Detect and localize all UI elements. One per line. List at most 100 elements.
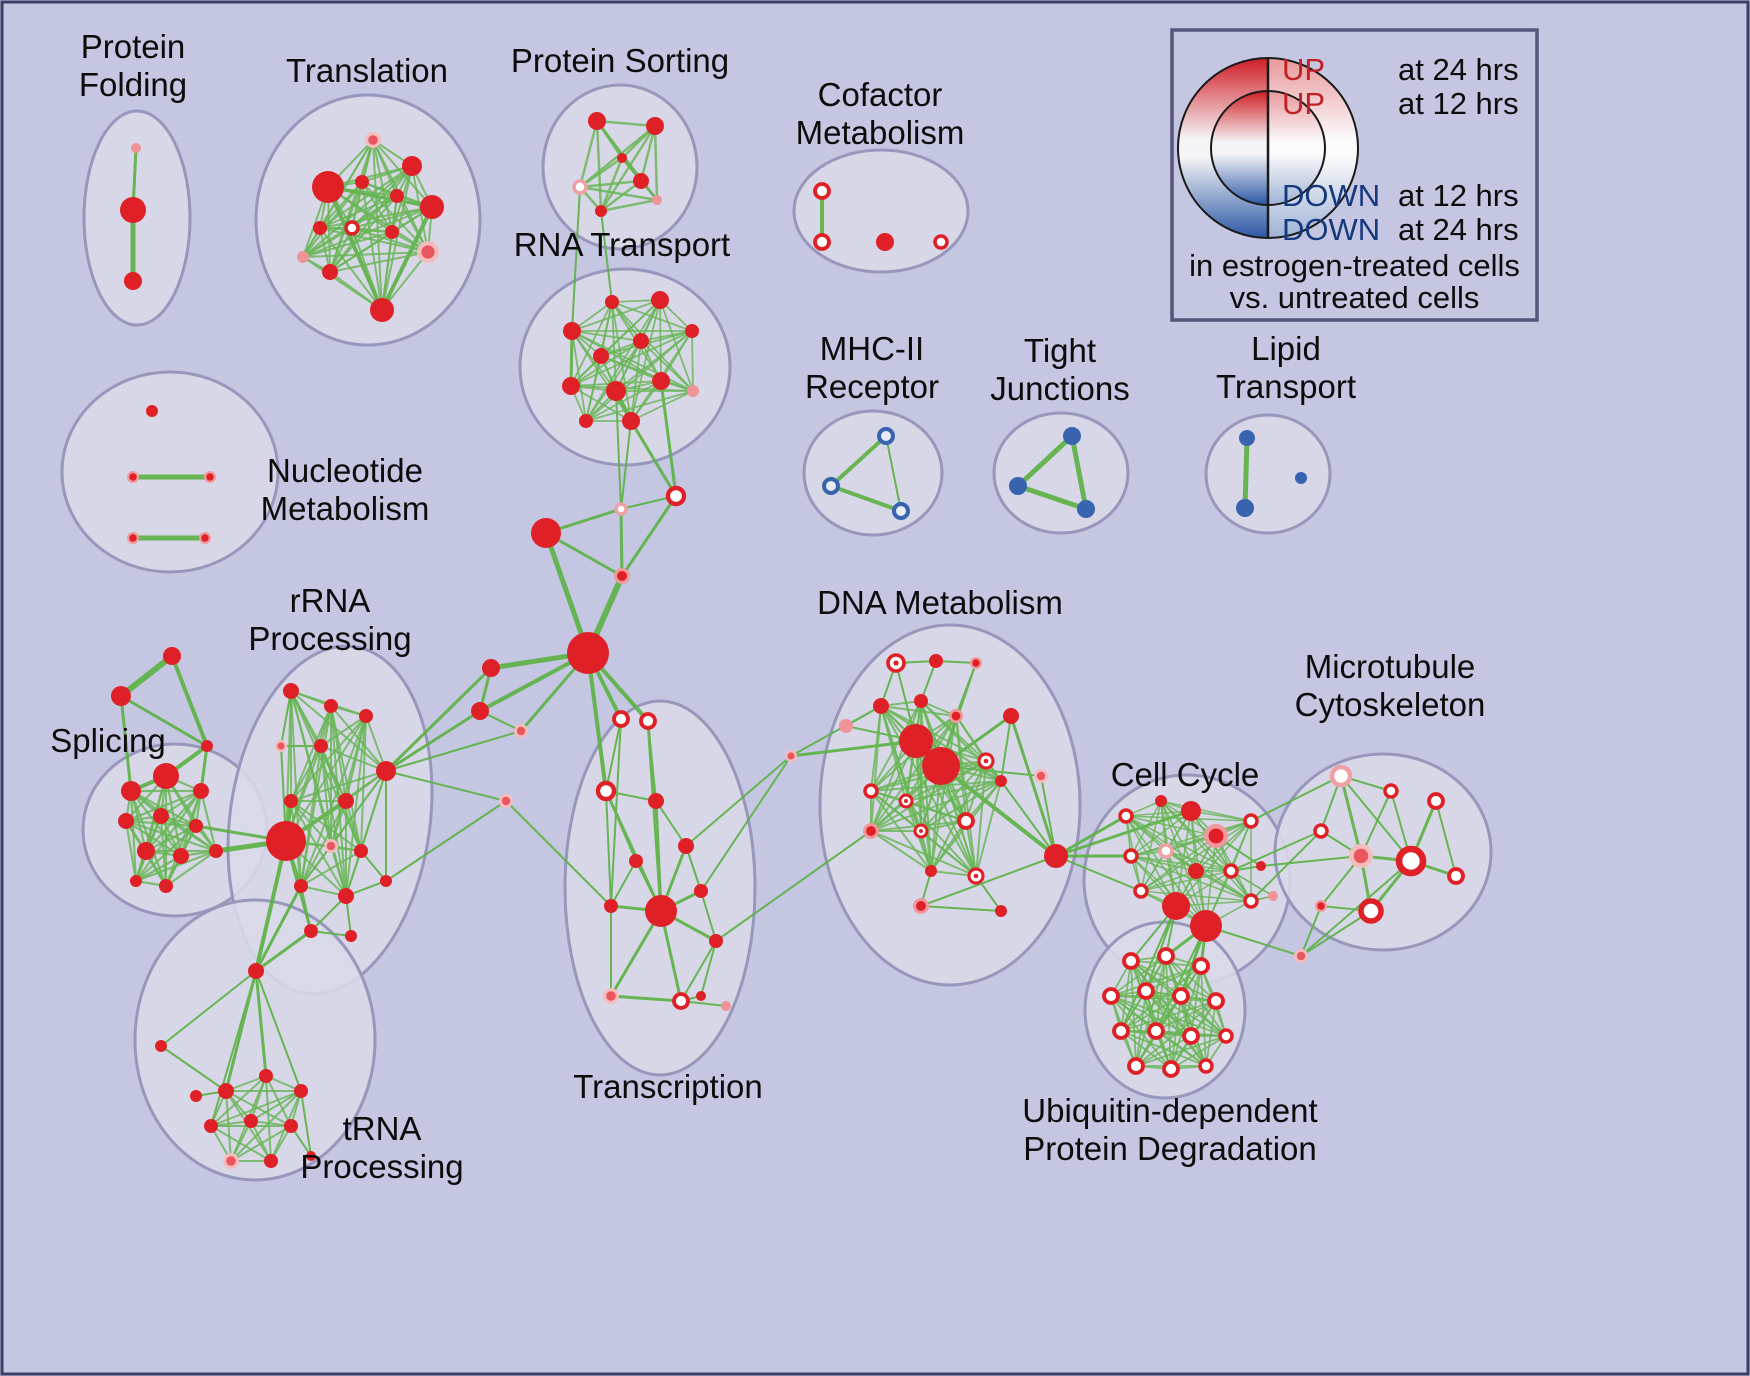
- cluster-label-translation: Translation: [286, 52, 448, 89]
- edge: [385, 770, 507, 802]
- node: [531, 518, 561, 548]
- edge: [210, 1090, 302, 1127]
- edge: [330, 705, 362, 852]
- node: [863, 823, 879, 839]
- edge: [605, 718, 622, 792]
- node: [822, 477, 840, 495]
- node: [678, 838, 694, 854]
- node: [1155, 795, 1167, 807]
- node: [294, 879, 308, 893]
- edge: [1160, 800, 1232, 872]
- edge: [1155, 1000, 1217, 1032]
- edge: [1140, 890, 1252, 902]
- edge: [630, 390, 694, 422]
- node: [199, 532, 211, 544]
- node: [1207, 992, 1225, 1010]
- edge: [1130, 810, 1192, 857]
- edge: [381, 165, 413, 311]
- node: [877, 427, 895, 445]
- node: [1162, 892, 1190, 920]
- node: [1181, 801, 1201, 821]
- node: [957, 812, 975, 830]
- edge: [326, 185, 434, 209]
- node: [159, 879, 173, 893]
- edge: [939, 764, 1058, 858]
- node: [665, 485, 687, 507]
- edge: [1140, 850, 1167, 892]
- edge: [330, 715, 367, 847]
- node: [155, 1040, 167, 1052]
- edge: [1130, 820, 1252, 857]
- node: [306, 1151, 316, 1161]
- node: [603, 988, 619, 1004]
- edge: [1055, 855, 1142, 892]
- edge: [164, 774, 218, 853]
- node: [839, 719, 853, 733]
- node: [1315, 900, 1327, 912]
- cluster-label-cofactor-metabolism: Metabolism: [796, 114, 965, 151]
- edge: [1205, 1000, 1217, 1067]
- edge: [372, 139, 383, 311]
- cluster-label-nucleotide-metabolism: Metabolism: [261, 490, 430, 527]
- node: [967, 867, 985, 885]
- cluster-lipid-transport: [1204, 413, 1332, 535]
- edge: [543, 530, 591, 656]
- node: [648, 793, 664, 809]
- node: [1102, 987, 1120, 1005]
- edge: [302, 256, 383, 311]
- node: [687, 385, 699, 397]
- edge: [124, 789, 203, 823]
- edge: [611, 301, 617, 392]
- node: [1147, 1022, 1165, 1040]
- edge: [320, 745, 387, 772]
- edge: [1000, 715, 1012, 782]
- edge: [144, 789, 203, 853]
- node: [120, 197, 146, 223]
- node: [1243, 893, 1259, 909]
- cluster-label-cofactor-metabolism: Cofactor: [818, 76, 943, 113]
- edge: [250, 1120, 272, 1162]
- edge: [1250, 775, 1342, 822]
- node: [604, 899, 618, 913]
- node: [370, 298, 394, 322]
- node: [1137, 982, 1155, 1000]
- edge: [620, 420, 632, 510]
- edge: [265, 1075, 272, 1162]
- edge: [600, 355, 694, 392]
- node: [1157, 947, 1175, 965]
- node: [633, 173, 649, 189]
- node: [652, 372, 670, 390]
- edge: [585, 380, 662, 422]
- cluster-rna-transport: [518, 267, 732, 467]
- node: [385, 225, 399, 239]
- node: [709, 934, 723, 948]
- node: [899, 724, 933, 758]
- cluster-label-mhc-ii-receptor: Receptor: [805, 368, 939, 405]
- cluster-microtubule-cytoskeleton: [1273, 752, 1493, 952]
- node: [617, 153, 627, 163]
- node: [629, 854, 643, 868]
- edge: [571, 186, 581, 332]
- edge: [290, 745, 322, 802]
- edge: [1160, 800, 1252, 902]
- edge: [1130, 800, 1162, 857]
- node: [1313, 823, 1329, 839]
- edge: [1300, 910, 1372, 957]
- node: [612, 710, 630, 728]
- cluster-cofactor-metabolism: [792, 148, 970, 274]
- node: [127, 471, 139, 483]
- edge: [300, 800, 347, 887]
- edge: [880, 705, 977, 877]
- edge: [609, 994, 683, 1003]
- edge: [381, 251, 429, 311]
- edge: [385, 730, 522, 772]
- edge: [1145, 965, 1202, 992]
- edge: [595, 119, 603, 213]
- edge: [170, 654, 209, 748]
- node: [209, 844, 223, 858]
- edge: [329, 251, 429, 273]
- cluster-label-mhc-ii-receptor: MHC-II: [820, 330, 924, 367]
- node: [1122, 952, 1140, 970]
- edge: [1205, 925, 1302, 957]
